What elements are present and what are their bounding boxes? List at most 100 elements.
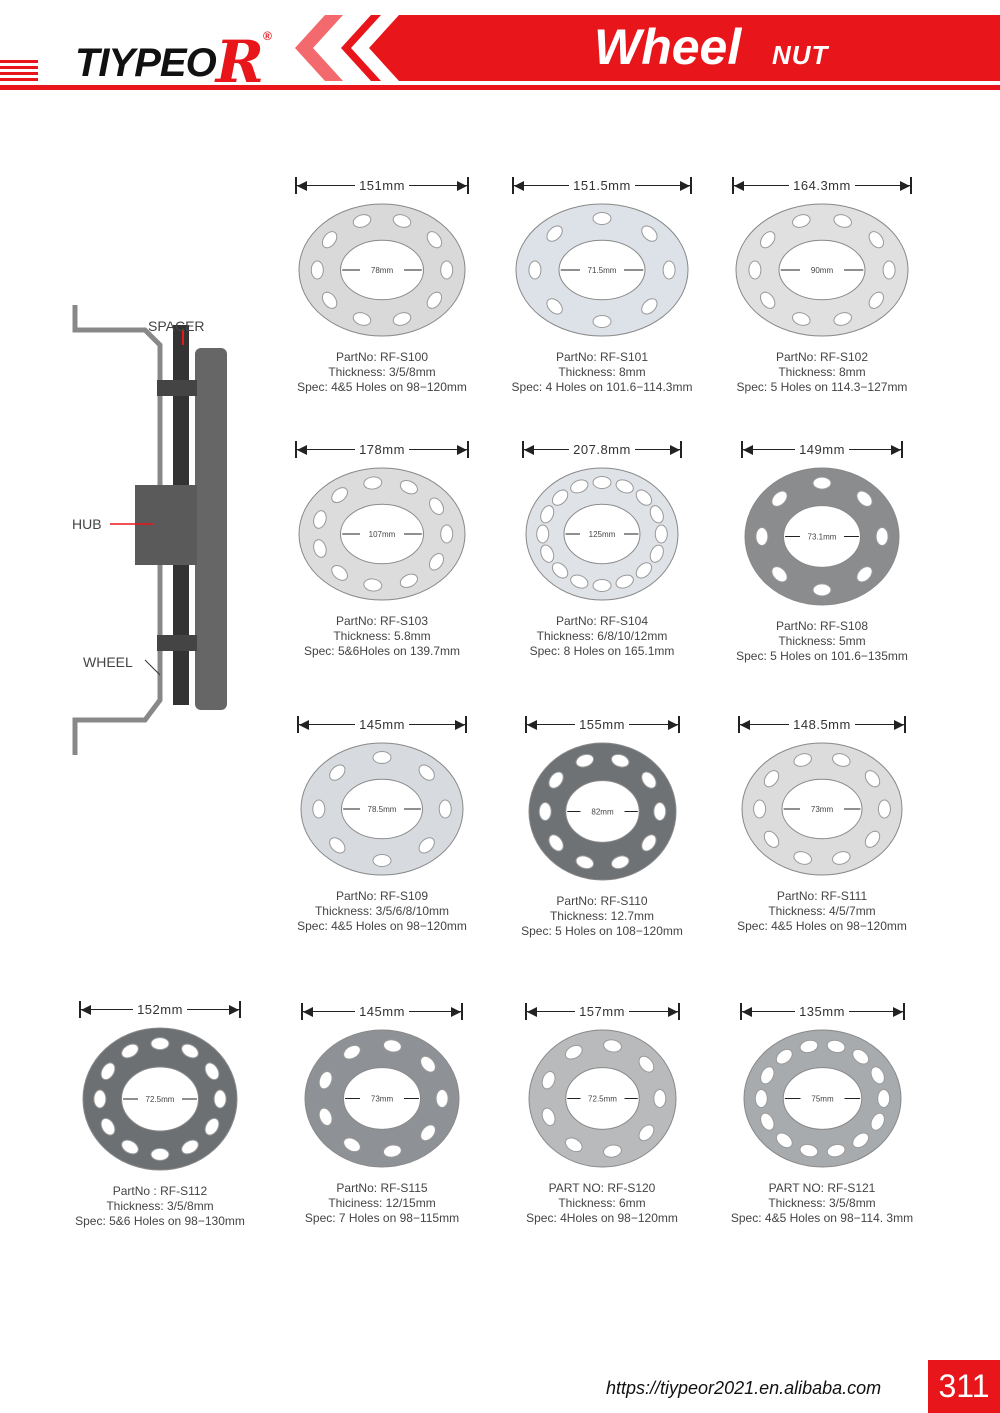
outer-diameter: 155mm (575, 717, 629, 732)
spec: Spec: 7 Holes on 98−115mm (304, 1211, 460, 1225)
product-card: 149mm 73.1mm PartNo: RF-S108 Thickness: … (712, 440, 932, 664)
spacer-disc-image: 107mm (298, 467, 466, 601)
spacer-disc-image: 73.1mm (744, 467, 900, 606)
spec: Spec: 4 Holes on 101.6−114.3mm (511, 380, 693, 394)
thickness: Thickness: 6/8/10/12mm (536, 629, 668, 643)
spec: Spec: 5 Holes on 114.3−127mm (736, 380, 908, 394)
product-card: 135mm 75mm PART NO: RF-S121 Thickness: 3… (712, 1002, 932, 1226)
product-card: 157mm 72.5mm PART NO: RF-S120 Thickness:… (492, 1002, 712, 1226)
outer-diameter: 149mm (795, 442, 849, 457)
product-card: 155mm 82mm PartNo: RF-S110 Thickness: 12… (492, 715, 712, 939)
part-number: PartNo: RF-S110 (556, 894, 648, 908)
outer-diameter: 152mm (133, 1002, 187, 1017)
product-card: 151mm 78mm PartNo: RF-S100 Thickness: 3/… (272, 176, 492, 395)
inner-diameter: 73.1mm (808, 533, 837, 542)
product-card: 148.5mm 73mm PartNo: RF-S111 Thickness: … (712, 715, 932, 934)
spec: Spec: 5&6Holes on 139.7mm (303, 644, 461, 658)
part-number: PartNo: RF-S109 (335, 889, 429, 903)
product-card: 151.5mm 71.5mm PartNo: RF-S101 Thickness… (492, 176, 712, 395)
part-number: PartNo: RF-S108 (775, 619, 869, 633)
outer-diameter: 157mm (575, 1004, 629, 1019)
spec: Spec: 4Holes on 98−120mm (526, 1211, 678, 1225)
page-subtitle: NUT (772, 40, 829, 70)
spec: Spec: 4&5 Holes on 98−120mm (297, 380, 467, 394)
width-dimension: 145mm (297, 715, 467, 735)
thickness: Thickness: 8mm (778, 365, 866, 379)
wheel-label: WHEEL (83, 654, 133, 670)
spacer-disc-image: 82mm (528, 742, 676, 881)
spacer-disc-image: 73mm (741, 742, 903, 876)
hub-label: HUB (72, 516, 102, 532)
inner-diameter: 78.5mm (368, 805, 397, 814)
width-dimension: 149mm (741, 440, 903, 460)
spec: Spec: 4&5 Holes on 98−114. 3mm (730, 1211, 914, 1225)
part-number: PART NO: RF-S121 (768, 1181, 876, 1195)
outer-diameter: 178mm (355, 442, 409, 457)
spacer-disc-image: 71.5mm (515, 203, 689, 337)
outer-diameter: 164.3mm (789, 178, 855, 193)
part-number: PartNo: RF-S101 (555, 350, 649, 364)
registered-mark: ® (262, 28, 272, 43)
inner-diameter: 82mm (591, 808, 614, 817)
spec: Spec: 5&6 Holes on 98−130mm (75, 1214, 245, 1228)
width-dimension: 157mm (524, 1002, 680, 1022)
thickness: Thickness: 12.7mm (549, 909, 655, 923)
spec: Spec: 4&5 Holes on 98−120mm (737, 919, 907, 933)
inner-diameter: 107mm (369, 530, 396, 539)
outer-diameter: 145mm (355, 1004, 409, 1019)
thickness: Thickness: 3/5/8mm (106, 1199, 214, 1213)
spacer-label: SPACER (148, 318, 205, 334)
inner-diameter: 71.5mm (588, 266, 617, 275)
width-dimension: 155mm (524, 715, 680, 735)
thickness: Thickness: 8mm (558, 365, 646, 379)
product-card: 152mm 72.5mm PartNo : RF-S112 Thickness:… (50, 1000, 270, 1229)
part-number: PartNo: RF-S100 (335, 350, 429, 364)
width-dimension: 164.3mm (732, 176, 912, 196)
brand-logo: TIYPEOR® (75, 22, 272, 96)
outer-diameter: 135mm (795, 1004, 849, 1019)
brand-r: R (215, 28, 264, 96)
spec: Spec: 5 Holes on 108−120mm (521, 924, 683, 938)
width-dimension: 135mm (739, 1002, 905, 1022)
product-card: 207.8mm 125mm PartNo: RF-S104 Thickness:… (492, 440, 712, 659)
spacer-disc-image: 90mm (735, 203, 909, 337)
spacer-disc-image: 125mm (525, 467, 679, 601)
part-number: PartNo: RF-S104 (555, 614, 649, 628)
outer-diameter: 151.5mm (569, 178, 635, 193)
chevrons-icon (295, 15, 399, 81)
header-banner (330, 15, 1000, 81)
thickness: Thickness: 5mm (778, 634, 866, 648)
part-number: PartNo: RF-S115 (336, 1181, 428, 1195)
inner-diameter: 90mm (811, 266, 834, 275)
spacer-disc-image: 75mm (743, 1029, 901, 1168)
thickness: Thickness: 5.8mm (333, 629, 431, 643)
outer-diameter: 145mm (355, 717, 409, 732)
part-number: PART NO: RF-S120 (548, 1181, 656, 1195)
product-card: 145mm 73mm PartNo: RF-S115 Thiciness: 12… (272, 1002, 492, 1226)
inner-diameter: 78mm (371, 266, 394, 275)
inner-diameter: 72.5mm (146, 1095, 175, 1104)
footer-url[interactable]: https://tiypeor2021.en.alibaba.com (606, 1378, 882, 1398)
part-number: PartNo: RF-S103 (335, 614, 429, 628)
spacer-disc-image: 78.5mm (300, 742, 464, 876)
width-dimension: 145mm (301, 1002, 463, 1022)
page-number: 311 (928, 1360, 1000, 1413)
thickness: Thickness: 3/5/8mm (328, 365, 436, 379)
width-dimension: 148.5mm (738, 715, 906, 735)
header-rule (0, 85, 1000, 90)
spacer-disc-image: 73mm (304, 1029, 460, 1168)
part-number: PartNo : RF-S112 (112, 1184, 208, 1198)
thickness: Thickness: 3/5/6/8/10mm (314, 904, 450, 918)
spec: Spec: 4&5 Holes on 98−120mm (297, 919, 467, 933)
width-dimension: 207.8mm (522, 440, 682, 460)
thickness: Thickness: 6mm (558, 1196, 646, 1210)
part-number: PartNo: RF-S111 (776, 889, 868, 903)
spec: Spec: 8 Holes on 165.1mm (529, 644, 675, 658)
inner-diameter: 73mm (371, 1095, 394, 1104)
product-card: 145mm 78.5mm PartNo: RF-S109 Thickness: … (272, 715, 492, 934)
spec: Spec: 5 Holes on 101.6−135mm (736, 649, 908, 663)
outer-diameter: 207.8mm (569, 442, 635, 457)
width-dimension: 178mm (295, 440, 469, 460)
width-dimension: 151.5mm (512, 176, 692, 196)
outer-diameter: 151mm (355, 178, 409, 193)
